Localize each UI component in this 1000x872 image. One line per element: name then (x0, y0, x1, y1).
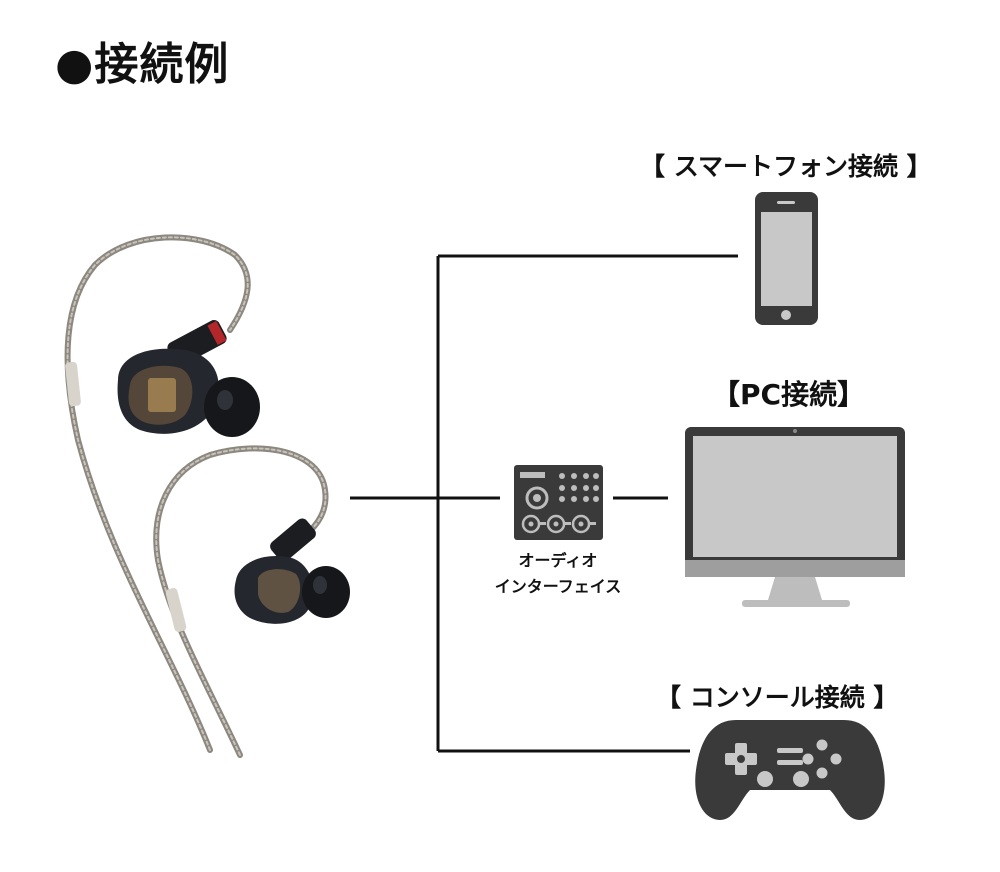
audio-interface-label-line2: インターフェイス (494, 577, 622, 596)
smartphone-icon (755, 192, 818, 325)
in-ear-earphones-image (64, 234, 350, 758)
smartphone-connection-label: 【 スマートフォン接続 】 (640, 152, 932, 181)
connection-lines (350, 254, 738, 753)
monitor-icon (685, 427, 905, 607)
pc-connection-label: 【PC接続】 (712, 378, 866, 411)
page-title: ●接続例 (55, 39, 230, 90)
audio-interface-label-line1: オーディオ (518, 551, 598, 570)
audio-interface-icon (514, 465, 603, 540)
console-connection-label: 【 コンソール接続 】 (656, 683, 899, 712)
audio-interface-label: オーディオ インターフェイス (478, 548, 638, 600)
gamepad-icon (695, 720, 885, 820)
